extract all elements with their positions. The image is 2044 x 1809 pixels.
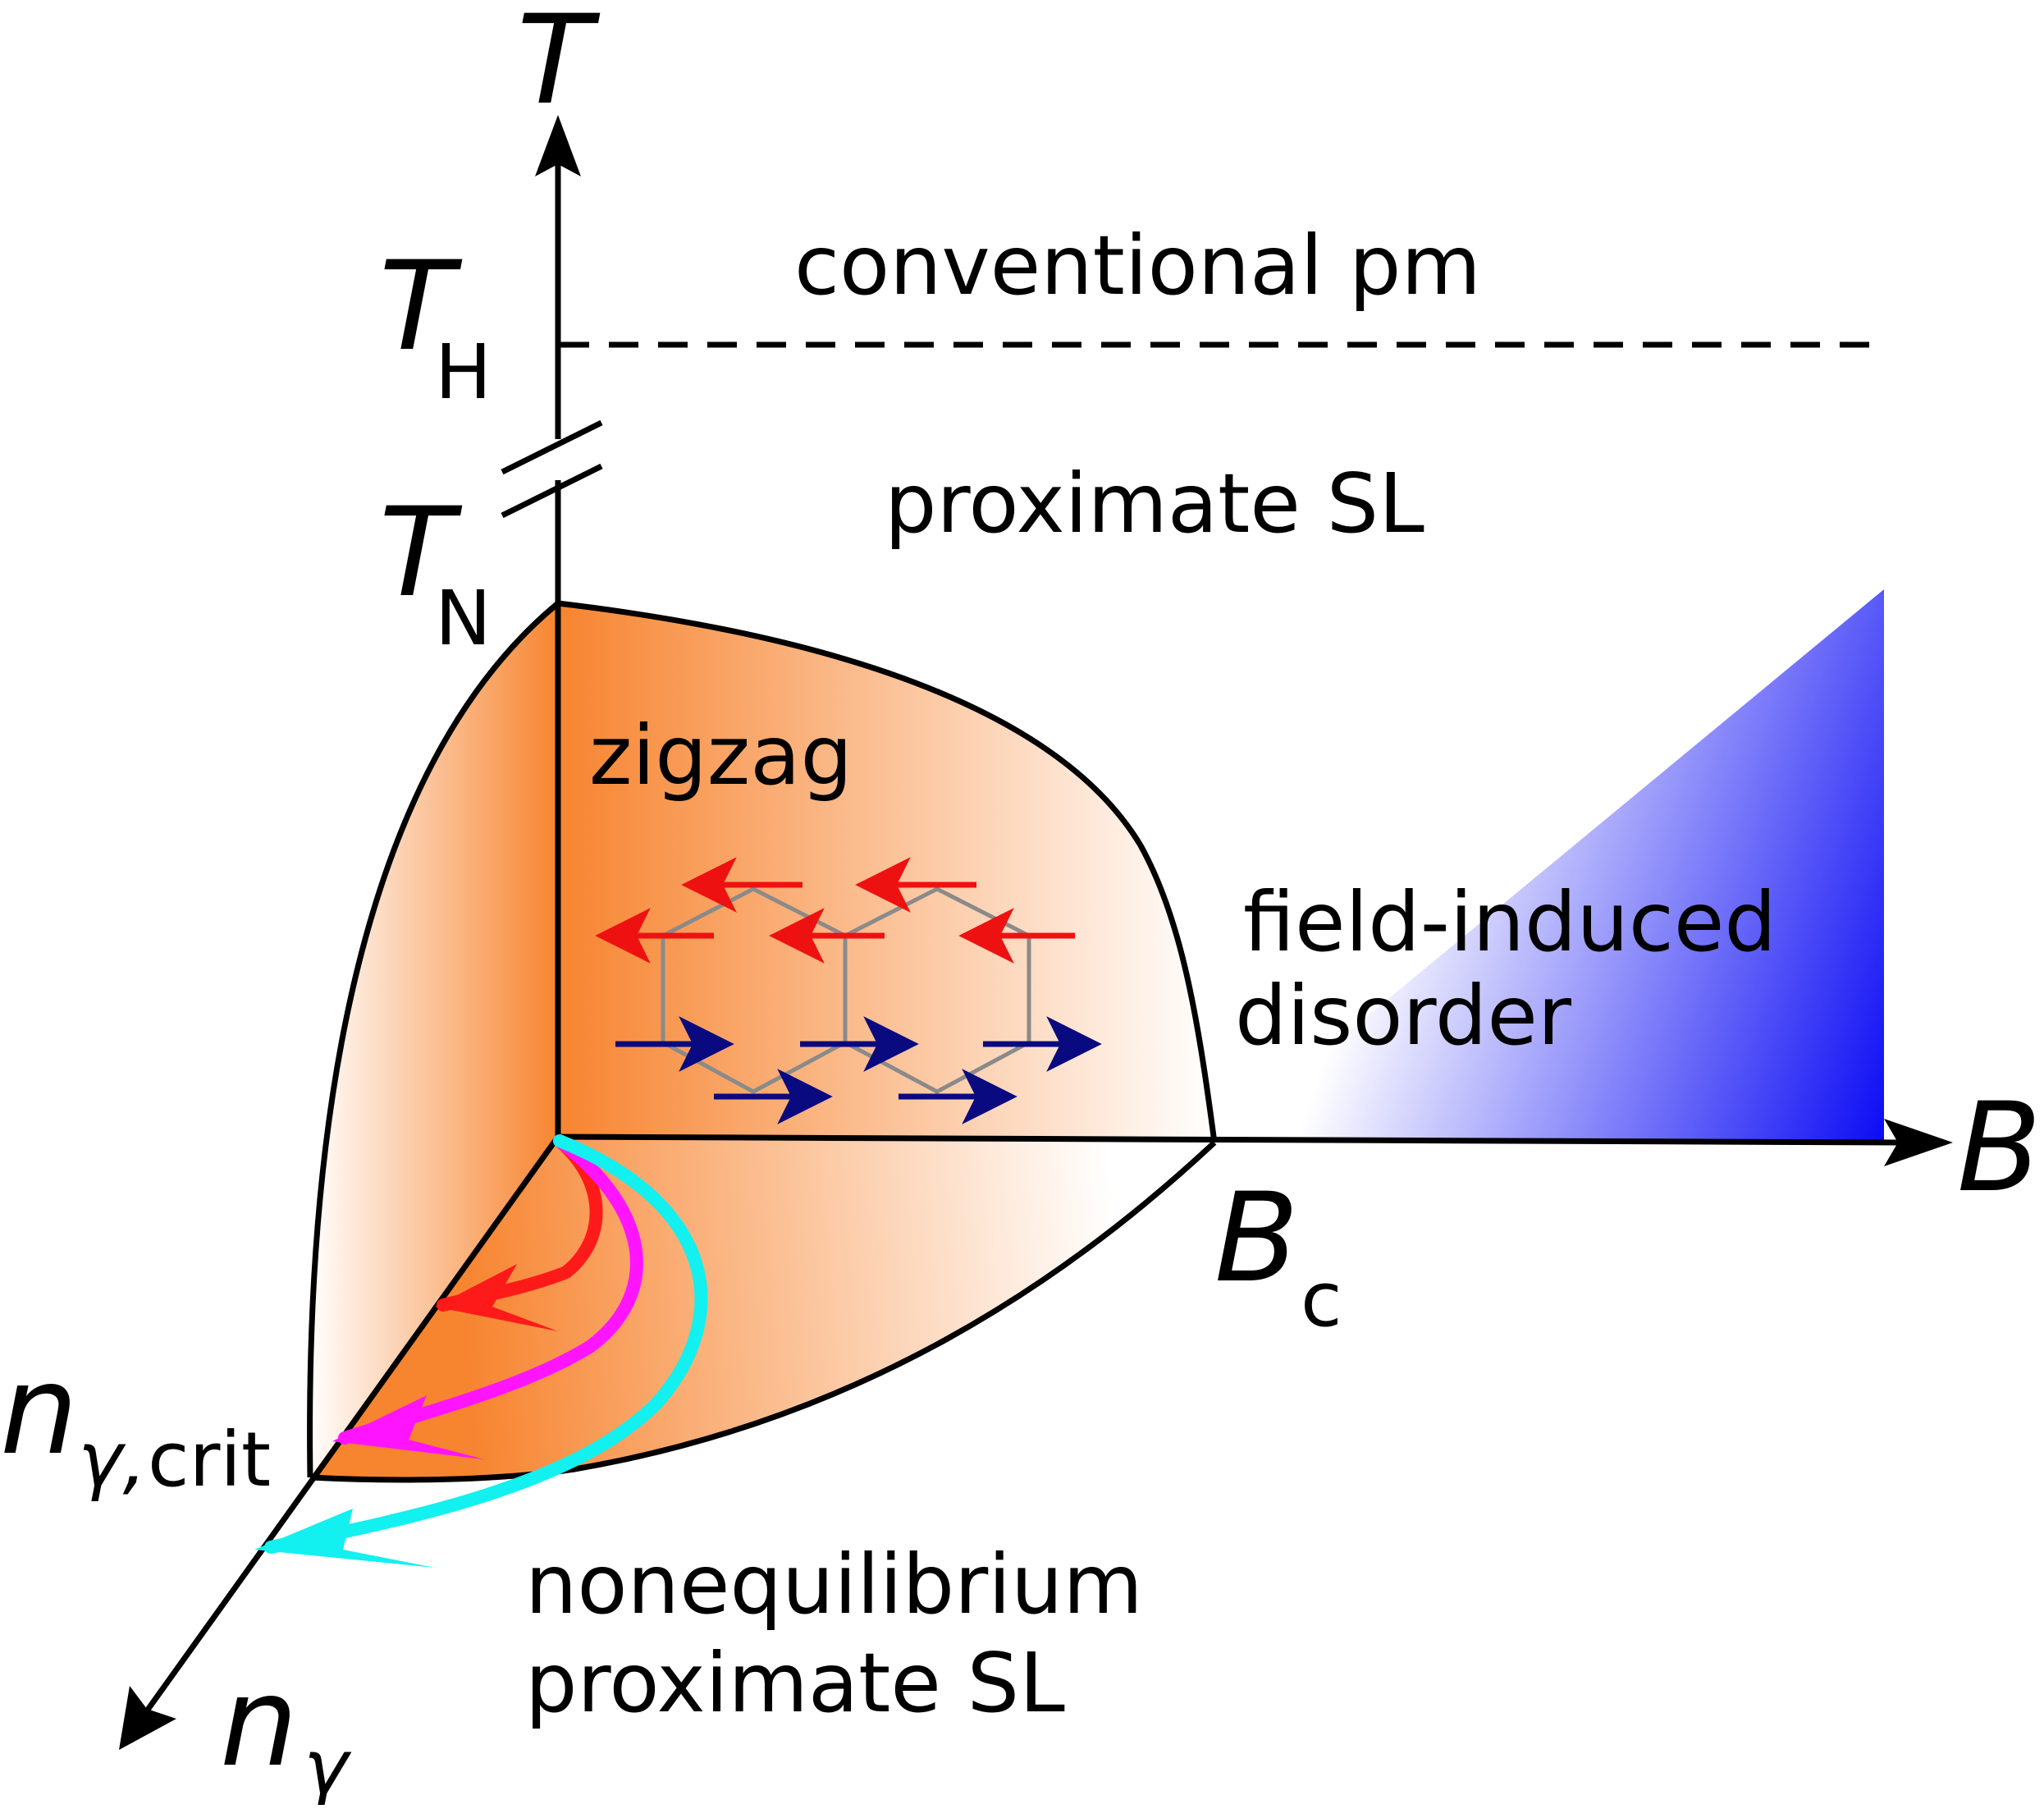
t-axis-arrowhead bbox=[535, 115, 581, 176]
spin-arrow-down bbox=[899, 1069, 1017, 1124]
n-axis-subscript: γ bbox=[304, 1724, 352, 1805]
spin-arrow-down bbox=[800, 1016, 919, 1072]
trajectory-cyan bbox=[254, 1134, 708, 1568]
field-induced-label-line2: disorder bbox=[1235, 968, 1572, 1064]
spin-arrow-up bbox=[681, 857, 803, 913]
field-induced-label-line1: field-induced bbox=[1243, 874, 1776, 970]
n-axis-line bbox=[141, 1134, 560, 1718]
trajectory-red bbox=[435, 1134, 603, 1331]
spin-arrow-up bbox=[958, 908, 1075, 964]
n-crit-label: n bbox=[0, 1340, 78, 1482]
tn-subscript: N bbox=[435, 575, 492, 662]
zigzag-boundary-tb bbox=[557, 600, 1218, 1143]
spin-arrow-up bbox=[855, 857, 976, 913]
spin-arrows-navy bbox=[615, 1016, 1102, 1124]
zigzag-bottom-face bbox=[310, 1137, 1214, 1480]
trajectory-magenta bbox=[332, 1134, 643, 1459]
bc-subscript: c bbox=[1301, 1256, 1342, 1344]
b-axis-line bbox=[557, 1133, 1900, 1146]
th-label: T bbox=[379, 236, 463, 378]
zigzag-boundary-bn bbox=[309, 1140, 1217, 1483]
zigzag-label: zigzag bbox=[589, 708, 853, 804]
spin-arrow-up bbox=[769, 908, 885, 964]
zigzag-boundary-tn bbox=[307, 601, 560, 1478]
conventional-pm-label: conventional pm bbox=[794, 218, 1481, 314]
n-crit-subscript-italic: γ, bbox=[78, 1416, 147, 1504]
t-axis-label: T bbox=[517, 0, 601, 132]
th-subscript: H bbox=[435, 328, 492, 416]
spin-arrows-red bbox=[595, 857, 1075, 964]
b-axis-label: B bbox=[1957, 1077, 2042, 1220]
nonequilibrium-label-line1: nonequilibrium bbox=[525, 1537, 1143, 1633]
n-crit-subscript: crit bbox=[148, 1416, 271, 1504]
proximate-sl-label: proximate SL bbox=[885, 456, 1424, 552]
spin-arrow-up bbox=[595, 908, 714, 964]
n-axis-label: n bbox=[220, 1651, 298, 1794]
spin-arrow-down bbox=[615, 1016, 734, 1072]
tn-label: T bbox=[379, 482, 463, 625]
bc-label: B bbox=[1214, 1167, 1299, 1310]
nonequilibrium-label-line2: proximate SL bbox=[525, 1635, 1065, 1731]
b-axis-arrowhead bbox=[1884, 1119, 1953, 1166]
spin-arrow-down bbox=[714, 1069, 833, 1124]
axis-break-marks bbox=[501, 419, 603, 519]
field-induced-region bbox=[1214, 589, 1884, 1143]
zigzag-left-face bbox=[309, 603, 558, 1477]
spin-arrow-down bbox=[983, 1016, 1102, 1072]
n-axis-arrowhead bbox=[119, 1686, 176, 1750]
